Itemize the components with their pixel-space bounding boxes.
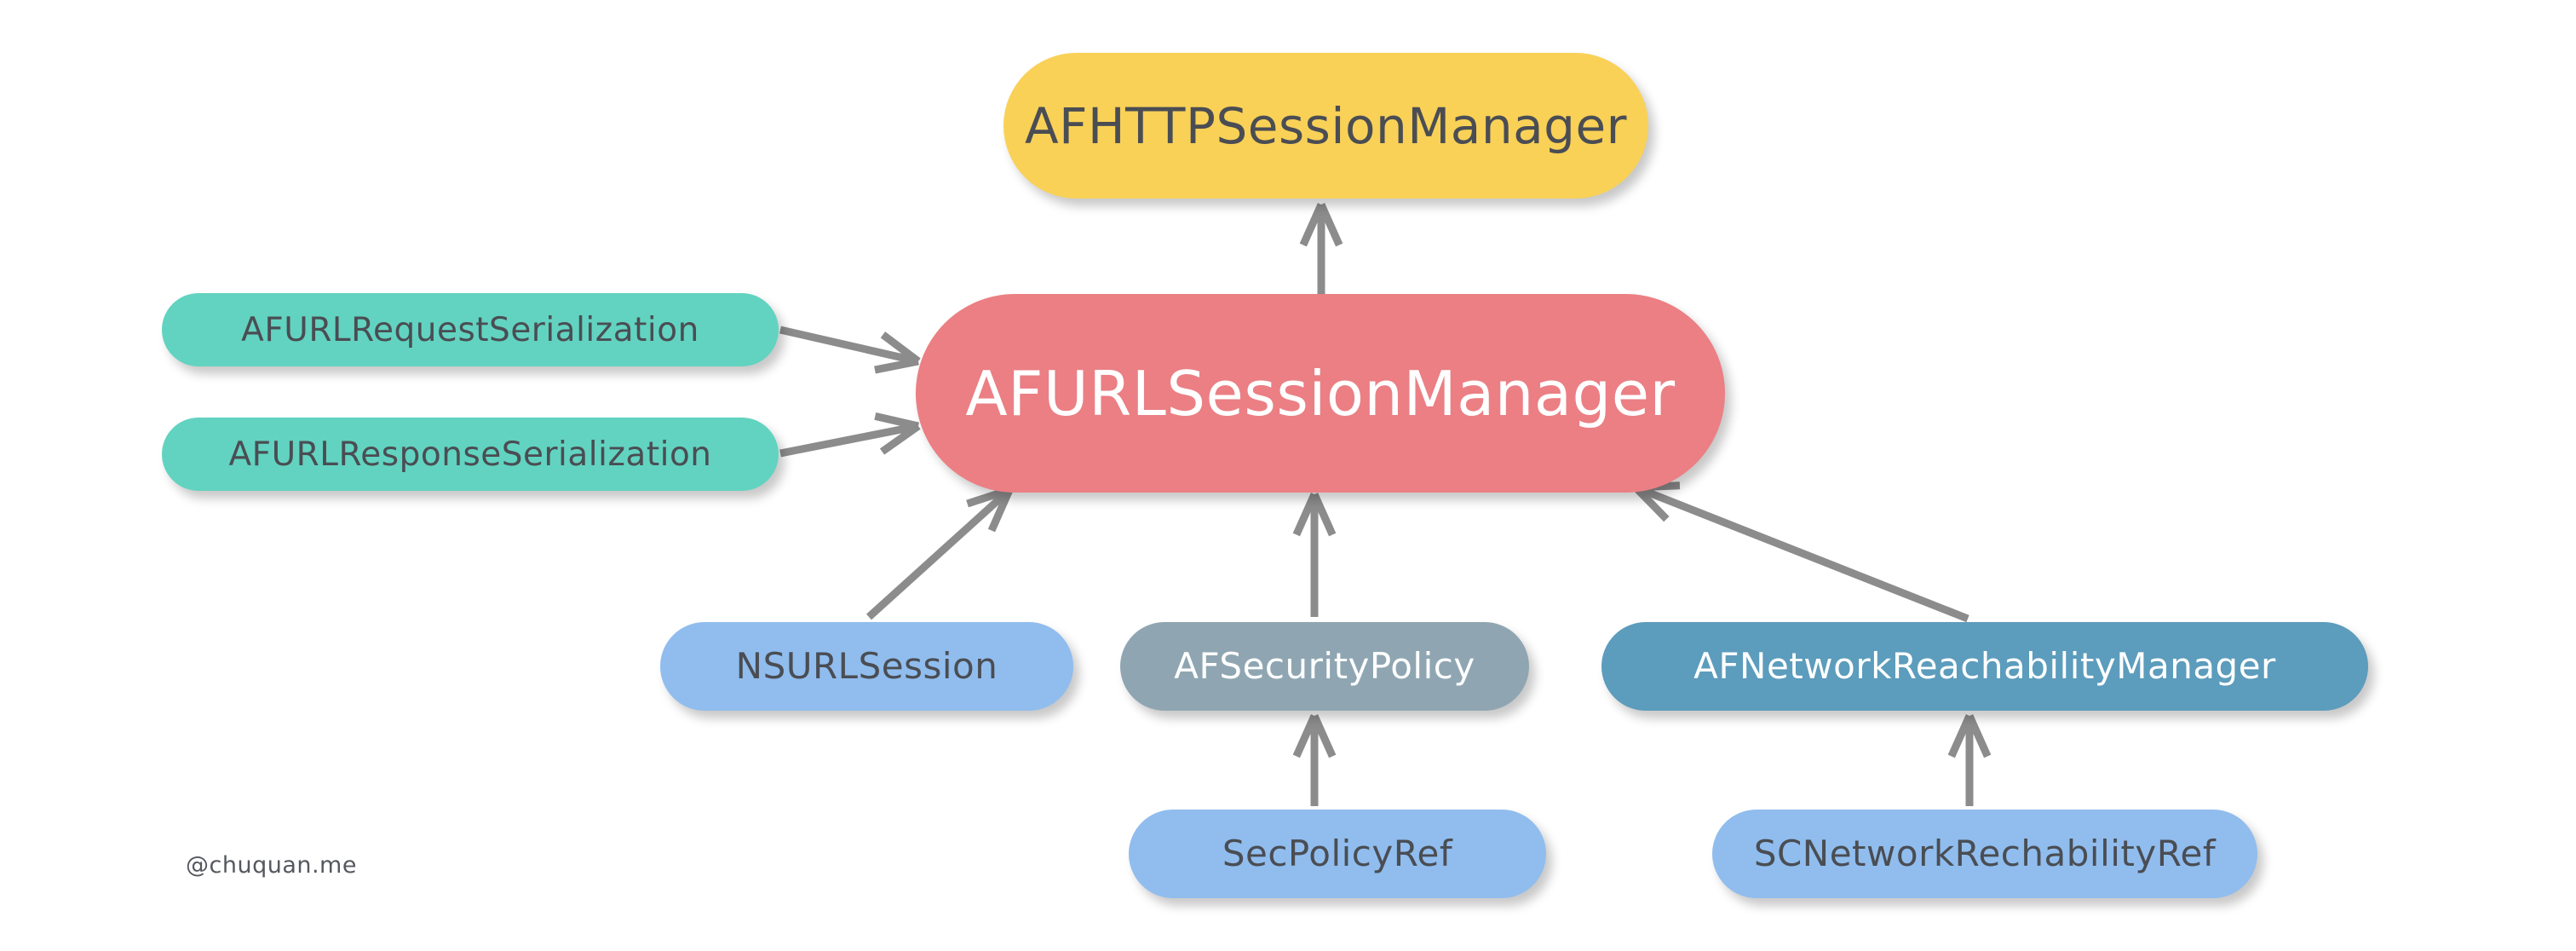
edge-afurlrequestserialization-to-afurlsessionmanager [779,326,921,374]
edge-arrowhead-barb-0 [1310,493,1337,537]
edge-shaft [779,423,916,458]
edge-arrowhead-barb-0 [1965,714,1992,758]
node-afurlresponseserialization[interactable]: AFURLResponseSerialization [162,418,779,491]
node-afsecuritypolicy[interactable]: AFSecurityPolicy [1120,622,1529,711]
edge-arrowhead-barb-1 [1632,484,1670,522]
edge-arrowhead-barb-0 [879,423,921,455]
edge-arrowhead-barb-1 [1292,714,1319,758]
node-nsurlsession[interactable]: NSURLSession [660,622,1073,711]
edge-arrowhead-barb-0 [1317,203,1343,247]
edge-arrowhead-barb-0 [1310,714,1337,758]
node-label-afsecuritypolicy: AFSecurityPolicy [1174,645,1475,687]
node-afnetworkreachabilitymanager[interactable]: AFNetworkReachabilityManager [1601,622,2368,711]
edge-arrowhead-barb-1 [1299,203,1325,247]
watermark-label: @chuquan.me [186,852,357,879]
node-label-afhttpsessionmanager: AFHTTPSessionManager [1025,96,1627,155]
edge-shaft [1637,485,1969,623]
node-afhttpsessionmanager[interactable]: AFHTTPSessionManager [1003,53,1648,199]
node-label-afurlresponseserialization: AFURLResponseSerialization [228,435,712,474]
edge-afurlsessionmanager-to-afhttpsessionmanager [1299,203,1343,294]
edge-scnetworkrechabilityref-to-afnetworkreachabilitymanager [1947,714,1992,806]
edge-arrowhead-barb-1 [880,331,921,365]
edge-arrowhead-barb-1 [966,486,1011,508]
node-afurlsessionmanager[interactable]: AFURLSessionManager [916,294,1725,493]
edge-shaft [865,489,1010,620]
edge-afsecuritypolicy-to-afurlsessionmanager [1292,493,1337,617]
edge-nsurlsession-to-afurlsessionmanager [865,486,1014,620]
edge-afnetworkreachabilitymanager-to-afurlsessionmanager [1632,481,1969,623]
node-label-afnetworkreachabilitymanager: AFNetworkReachabilityManager [1693,645,2276,687]
edge-secpolicyref-to-afsecuritypolicy [1292,714,1337,806]
node-label-scnetworkrechabilityref: SCNetworkRechabilityRef [1753,833,2217,874]
node-label-afurlrequestserialization: AFURLRequestSerialization [241,310,699,349]
node-afurlrequestserialization[interactable]: AFURLRequestSerialization [162,293,779,366]
node-label-afurlsessionmanager: AFURLSessionManager [965,357,1676,429]
edge-afurlresponseserialization-to-afurlsessionmanager [779,412,921,458]
node-label-secpolicyref: SecPolicyRef [1222,833,1453,874]
edge-arrowhead-barb-1 [1947,714,1974,758]
edge-arrowhead-barb-0 [874,357,919,374]
node-scnetworkrechabilityref[interactable]: SCNetworkRechabilityRef [1712,810,2257,898]
node-secpolicyref[interactable]: SecPolicyRef [1129,810,1546,898]
node-label-nsurlsession: NSURLSession [735,645,998,687]
edge-arrowhead-barb-1 [1292,493,1319,537]
edge-arrowhead-barb-1 [874,412,920,430]
edge-shaft [779,326,917,365]
edge-arrowhead-barb-0 [987,488,1014,533]
